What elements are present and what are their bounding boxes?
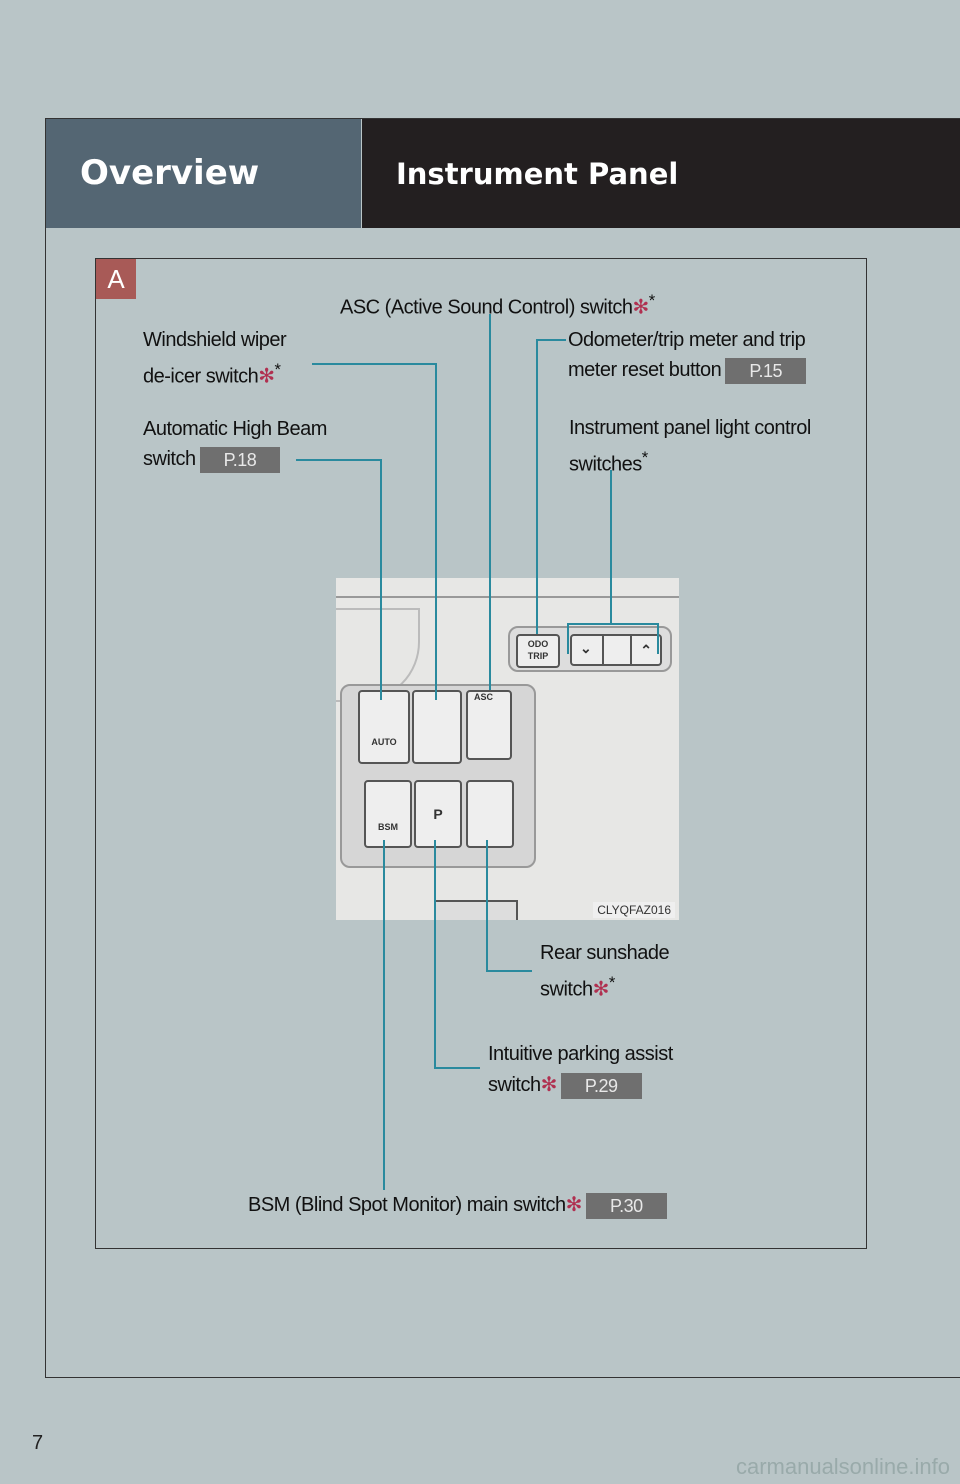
- auto-high-beam-button: AUTO: [358, 690, 410, 764]
- page-number: 7: [32, 1432, 44, 1454]
- section-title: Overview: [80, 153, 260, 193]
- section-tab: Overview: [46, 119, 361, 228]
- watermark: carmanualsonline.info: [735, 1454, 950, 1479]
- bsm-button: BSM: [364, 780, 412, 848]
- image-code: CLYQFAZ016: [593, 902, 675, 918]
- asc-switch: ASC: [466, 690, 512, 760]
- page-ref[interactable]: P.15: [725, 357, 807, 384]
- page-ref[interactable]: P.18: [199, 446, 281, 473]
- rear-sunshade-button: [466, 780, 514, 848]
- bsm-label: BSM (Blind Spot Monitor) main switch✻P.3…: [248, 1190, 667, 1220]
- page-frame: [45, 118, 960, 1378]
- page-ref[interactable]: P.30: [585, 1192, 667, 1219]
- odo-trip-button: ODO TRIP: [516, 634, 560, 668]
- instrument-panel-photo: ODO TRIP ⌄ ⌃ AUTO ASC BSM P CLYQFAZ016: [336, 578, 679, 920]
- figure-box: [95, 258, 867, 1249]
- page-ref[interactable]: P.29: [560, 1072, 642, 1099]
- asc-label: ASC (Active Sound Control) switch✻*: [340, 291, 655, 319]
- light-control-switches: ⌄ ⌃: [570, 634, 662, 666]
- parking-assist-button: P: [414, 780, 462, 848]
- title-bar: Instrument Panel: [362, 119, 960, 228]
- figure-tag: A: [96, 259, 136, 299]
- page-title: Instrument Panel: [396, 157, 679, 191]
